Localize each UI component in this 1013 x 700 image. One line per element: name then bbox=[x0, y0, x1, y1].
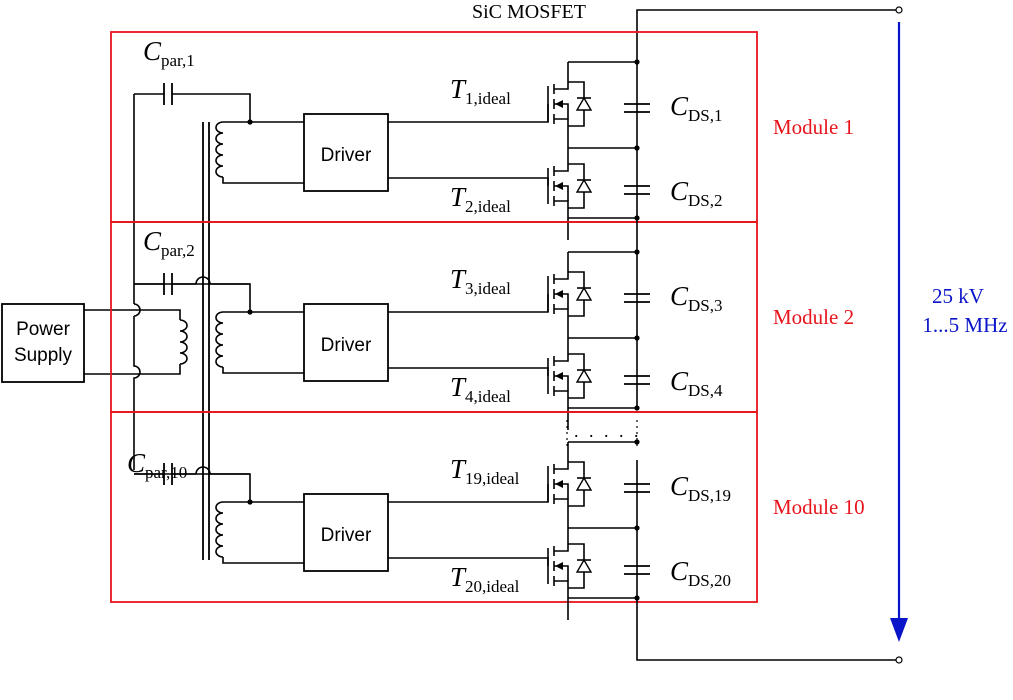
t-top-label: T19,ideal bbox=[450, 454, 520, 488]
cds-bottom-label: CDS,4 bbox=[670, 366, 723, 400]
mosfet-symbol bbox=[547, 262, 593, 326]
t-top-label: T3,ideal bbox=[450, 264, 511, 298]
driver-box bbox=[303, 113, 389, 192]
module-frame bbox=[110, 221, 758, 413]
sic-mosfet-label: SiC MOSFET bbox=[472, 1, 586, 23]
module-label: Module 10 bbox=[773, 495, 865, 519]
module-frame bbox=[110, 411, 758, 603]
terminal-bottom bbox=[895, 656, 903, 664]
mosfet-symbol bbox=[547, 72, 593, 136]
driver-label: Driver bbox=[321, 335, 372, 356]
mosfet-symbol bbox=[547, 344, 593, 408]
voltage-arrow bbox=[890, 22, 908, 642]
cpar-label: Cpar,10 bbox=[127, 448, 187, 482]
ellipsis: . . . . . bbox=[574, 421, 642, 441]
power-supply-label-2: Supply bbox=[14, 345, 73, 366]
driver-box bbox=[303, 303, 389, 382]
mosfet-symbol bbox=[547, 154, 593, 218]
transformer-core bbox=[202, 122, 210, 560]
t-bottom-label: T20,ideal bbox=[450, 562, 520, 596]
driver-label: Driver bbox=[321, 145, 372, 166]
mosfet-symbol bbox=[547, 534, 593, 598]
driver-label: Driver bbox=[321, 525, 372, 546]
cpar-label: Cpar,2 bbox=[143, 226, 195, 260]
output-bus bbox=[636, 6, 903, 664]
frequency-label: 1...5 MHz bbox=[922, 313, 1007, 337]
module-label: Module 1 bbox=[773, 115, 854, 139]
voltage-label: 25 kV bbox=[932, 284, 984, 308]
t-bottom-label: T4,ideal bbox=[450, 372, 511, 406]
cpar-label: Cpar,1 bbox=[143, 36, 195, 70]
power-supply: Power Supply bbox=[1, 303, 85, 383]
cds-bottom-label: CDS,20 bbox=[670, 556, 731, 590]
cds-top-label: CDS,1 bbox=[670, 91, 723, 125]
parasitic-bus bbox=[133, 94, 141, 470]
cds-bottom-label: CDS,2 bbox=[670, 176, 723, 210]
cds-top-label: CDS,3 bbox=[670, 281, 723, 315]
module-label: Module 2 bbox=[773, 305, 854, 329]
power-supply-label-1: Power bbox=[16, 319, 71, 340]
module-frame bbox=[110, 31, 758, 223]
driver-box bbox=[303, 493, 389, 572]
mosfet-symbol bbox=[547, 452, 593, 516]
terminal-top bbox=[895, 6, 903, 14]
cds-top-label: CDS,19 bbox=[670, 471, 731, 505]
t-top-label: T1,ideal bbox=[450, 74, 511, 108]
t-bottom-label: T2,ideal bbox=[450, 182, 511, 216]
